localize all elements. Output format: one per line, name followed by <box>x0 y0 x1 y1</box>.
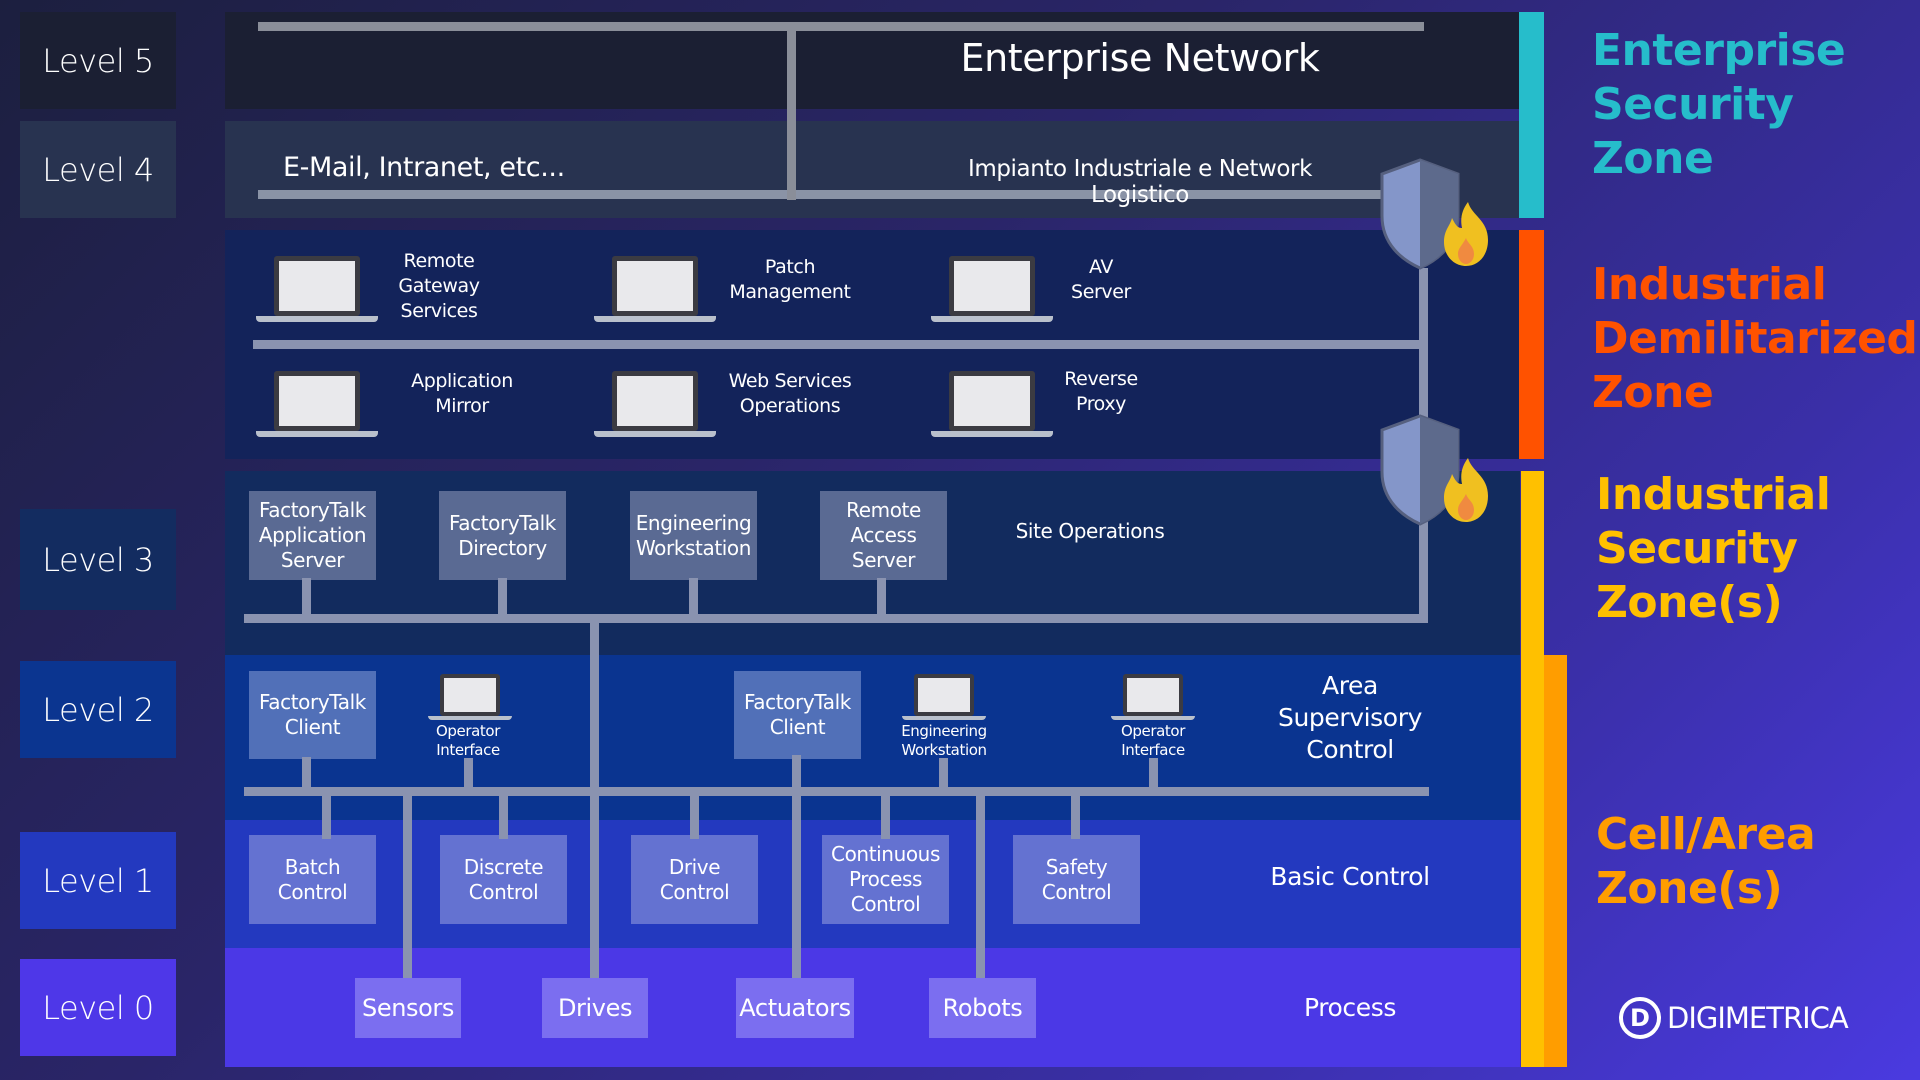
level-0-box: Drives <box>542 978 648 1038</box>
level-5-label: Level 5 <box>20 12 176 109</box>
zone-title-industrial: Industrial Security Zone(s) <box>1596 469 1831 628</box>
level-4-row <box>225 121 1520 218</box>
level-1-text: Level 1 <box>42 861 154 900</box>
dmz-zone-bar <box>1519 230 1544 459</box>
dmz-bus <box>253 340 1427 349</box>
level-1-box: Batch Control <box>249 835 376 924</box>
level-3-box: Engineering Workstation <box>630 491 757 580</box>
box-link <box>689 578 698 618</box>
laptop-icon <box>1111 674 1195 720</box>
box-link <box>881 787 890 839</box>
laptop-icon <box>594 371 716 439</box>
box-link <box>1071 787 1080 839</box>
level-1-label: Level 1 <box>20 832 176 929</box>
box-link <box>302 757 311 791</box>
dmz-item-label: Reverse Proxy <box>1064 368 1138 415</box>
box-link <box>877 578 886 618</box>
level-0-box: Actuators <box>736 978 854 1038</box>
cell-zone-bar <box>1544 655 1567 1067</box>
level-0-text: Level 0 <box>42 988 154 1027</box>
box-link <box>498 578 507 618</box>
shield-firewall-icon <box>1380 414 1488 526</box>
logo-d-icon: D <box>1619 997 1661 1039</box>
shield-firewall-icon <box>1380 158 1488 270</box>
box-link <box>322 787 331 839</box>
box-link <box>302 578 311 618</box>
enterprise-bus-link <box>787 22 796 200</box>
sensors-link <box>403 787 412 982</box>
box-link <box>464 758 473 791</box>
box-link <box>1149 758 1158 791</box>
zone-title-enterprise: Enterprise Security Zone <box>1592 25 1846 184</box>
basic-control-caption: Basic Control <box>1270 862 1430 891</box>
logo-text: DIGIMETRICA <box>1667 1001 1849 1035</box>
site-operations-caption: Site Operations <box>1015 519 1165 543</box>
digimetrica-logo: D DIGIMETRICA <box>1619 997 1849 1039</box>
level-4-right-text: Impianto Industriale e Network Logistico <box>967 156 1313 208</box>
level-2-box: FactoryTalk Client <box>734 671 861 759</box>
level-1-box: Discrete Control <box>440 835 567 924</box>
robots-link <box>976 787 985 982</box>
zone-title-cell-area: Cell/Area Zone(s) <box>1596 809 1816 914</box>
level-3-text: Level 3 <box>42 540 154 579</box>
level-3-bus <box>244 614 1428 623</box>
level-2-laptop-label: Operator Interface <box>436 722 500 759</box>
enterprise-zone-bar <box>1519 12 1544 218</box>
laptop-icon <box>428 674 512 720</box>
laptop-icon <box>902 674 986 720</box>
laptop-icon <box>256 256 378 324</box>
dmz-item-label: AV Server <box>1071 256 1131 303</box>
zone-title-dmz: Industrial Demilitarized Zone <box>1592 259 1918 418</box>
laptop-icon <box>256 371 378 439</box>
level-0-label: Level 0 <box>20 959 176 1056</box>
level-4-text: Level 4 <box>42 150 154 189</box>
level-2-text: Level 2 <box>42 690 154 729</box>
level-4-left-text: E-Mail, Intranet, etc... <box>283 152 565 183</box>
enterprise-network-title: Enterprise Network <box>960 36 1320 80</box>
laptop-icon <box>594 256 716 324</box>
level-5-text: Level 5 <box>42 41 154 80</box>
level-2-bus <box>244 787 1429 796</box>
level-4-label: Level 4 <box>20 121 176 218</box>
level-3-box: FactoryTalk Directory <box>439 491 566 580</box>
level-2-label: Level 2 <box>20 661 176 758</box>
laptop-icon <box>931 256 1053 324</box>
dmz-item-label: Web Services Operations <box>728 370 852 417</box>
level-2-laptop-label: Operator Interface <box>1121 722 1185 759</box>
box-link <box>939 758 948 791</box>
level-3-box: FactoryTalk Application Server <box>249 491 376 580</box>
enterprise-bus-bottom <box>258 190 1394 199</box>
level-0-box: Robots <box>929 978 1036 1038</box>
dmz-item-label: Patch Management <box>729 256 851 303</box>
level-1-box: Drive Control <box>631 835 758 924</box>
enterprise-bus-top <box>258 22 1424 31</box>
laptop-icon <box>931 371 1053 439</box>
dmz-item-label: Application Mirror <box>411 370 513 417</box>
level-2-laptop-label: Engineering Workstation <box>901 722 987 759</box>
process-caption: Process <box>1303 993 1397 1022</box>
level-3-box: Remote Access Server <box>820 491 947 580</box>
level-1-box: Safety Control <box>1013 835 1140 924</box>
level-3-label: Level 3 <box>20 509 176 610</box>
box-link <box>499 787 508 839</box>
level-2-box: FactoryTalk Client <box>249 671 376 759</box>
box-link <box>690 787 699 839</box>
dmz-item-label: Remote Gateway Services <box>398 250 480 322</box>
industrial-zone-bar <box>1521 471 1544 1067</box>
level-0-box: Sensors <box>355 978 461 1038</box>
level-1-box: Continuous Process Control <box>822 835 949 924</box>
level-3-to-level-0-drives-link <box>590 618 599 980</box>
area-supervisory-caption: Area Supervisory Control <box>1278 671 1422 764</box>
actuators-link <box>792 755 801 982</box>
